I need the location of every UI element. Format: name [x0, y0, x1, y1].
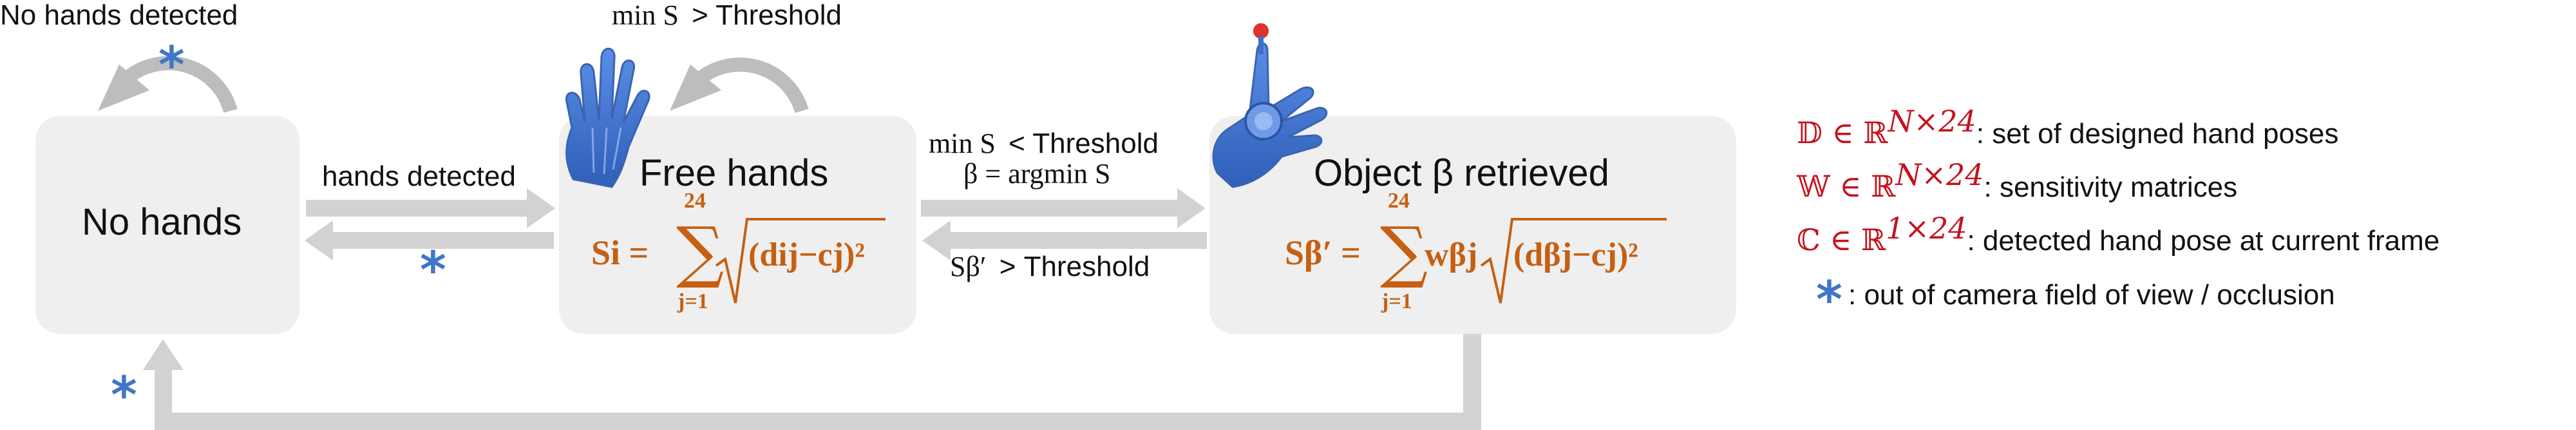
- argmin-text: β = argmin S: [963, 158, 1111, 190]
- s-beta-prime-text: Sβ′: [950, 251, 986, 282]
- state-no-hands: [35, 116, 299, 334]
- legend-item: * : out of camera field of view / occlus…: [1816, 271, 2335, 329]
- formula-body: (dij−cj)²: [748, 237, 865, 273]
- threshold-gt-text: > Threshold: [692, 0, 842, 31]
- svg-text:ℂ ∈ ℝ1×24: detected hand pose: ℂ ∈ ℝ1×24: detected hand pose at current…: [1797, 211, 2439, 257]
- formula-upper-limit: 24: [1388, 189, 1410, 213]
- svg-text:𝕎 ∈ ℝN×24: sensitivity matric: 𝕎 ∈ ℝN×24: sensitivity matrices: [1796, 157, 2237, 204]
- svg-text:min S > Threshold: min S > Threshold: [612, 0, 842, 31]
- min-s-lt-text: min S: [929, 128, 996, 159]
- no-hands-self-loop: [98, 55, 238, 113]
- legend-item: 𝕎 ∈ ℝN×24: sensitivity matrices: [1796, 157, 2237, 204]
- svg-text:: out of camera field of view: : out of camera field of view / occlusio…: [1848, 279, 2335, 311]
- state-object-retrieved: [1209, 116, 1736, 334]
- occlusion-star-icon: *: [111, 367, 137, 425]
- legend-item: ℂ ∈ ℝ1×24: detected hand pose at current…: [1797, 211, 2439, 257]
- arrow-object-to-no-hands: [143, 334, 1481, 430]
- state-title-free-hands: Free hands: [639, 152, 828, 194]
- formula-weight: wβj: [1425, 237, 1477, 273]
- formula-body: (dβj−cj)²: [1513, 237, 1638, 273]
- svg-text:Sβ′ > Threshold: Sβ′ > Threshold: [950, 251, 1150, 282]
- formula-lower-limit: j=1: [1381, 289, 1412, 313]
- label-hands-detected: hands detected: [322, 161, 516, 192]
- label-free-self-condition: min S > Threshold: [612, 0, 842, 31]
- formula-free-hands: Si = 24 ∑ j=1 (dij−cj)²: [591, 189, 886, 313]
- arrow-free-to-no-hands: [305, 220, 554, 260]
- formula-upper-limit: 24: [684, 189, 706, 213]
- occlusion-star-icon: *: [420, 242, 446, 300]
- formula-object: Sβ′ = 24 ∑ j=1 wβj (dβj−cj)²: [1285, 189, 1667, 313]
- arrow-object-to-free: [922, 220, 1207, 260]
- label-no-hands-detected: No hands detected: [0, 0, 238, 31]
- threshold-gt2-text: > Threshold: [999, 251, 1150, 282]
- occlusion-star-icon: *: [158, 37, 185, 95]
- arrow-free-to-object: [921, 188, 1206, 228]
- state-free-hands: [559, 116, 916, 334]
- label-to-object-condition: min S < Threshold β = argmin S: [929, 128, 1159, 190]
- grasping-hand-icon: [1212, 23, 1328, 188]
- state-title-no-hands: No hands: [82, 201, 242, 243]
- occlusion-star-icon: *: [1816, 271, 1842, 329]
- formula-lhs: Sβ′ =: [1285, 233, 1361, 272]
- open-hand-icon: [565, 48, 650, 188]
- threshold-lt-text: < Threshold: [1009, 128, 1159, 159]
- min-s-text: min S: [612, 0, 679, 31]
- state-title-object-retrieved: Object β retrieved: [1314, 152, 1609, 194]
- svg-text:min S < Threshold: min S < Threshold: [929, 128, 1159, 159]
- free-hands-self-loop: [670, 57, 809, 113]
- svg-text:∑: ∑: [676, 212, 724, 291]
- formula-lower-limit: j=1: [677, 289, 708, 313]
- svg-text:𝔻 ∈ ℝN×24: set of designed ha: 𝔻 ∈ ℝN×24: set of designed hand poses: [1797, 104, 2338, 150]
- legend: 𝔻 ∈ ℝN×24: set of designed hand poses 𝕎 …: [1796, 104, 2439, 329]
- legend-item: 𝔻 ∈ ℝN×24: set of designed hand poses: [1797, 104, 2338, 150]
- svg-text:∑: ∑: [1380, 212, 1428, 291]
- arrow-hands-detected: [306, 188, 555, 228]
- formula-lhs: Si =: [591, 233, 649, 272]
- label-to-free-condition: Sβ′ > Threshold: [950, 251, 1150, 282]
